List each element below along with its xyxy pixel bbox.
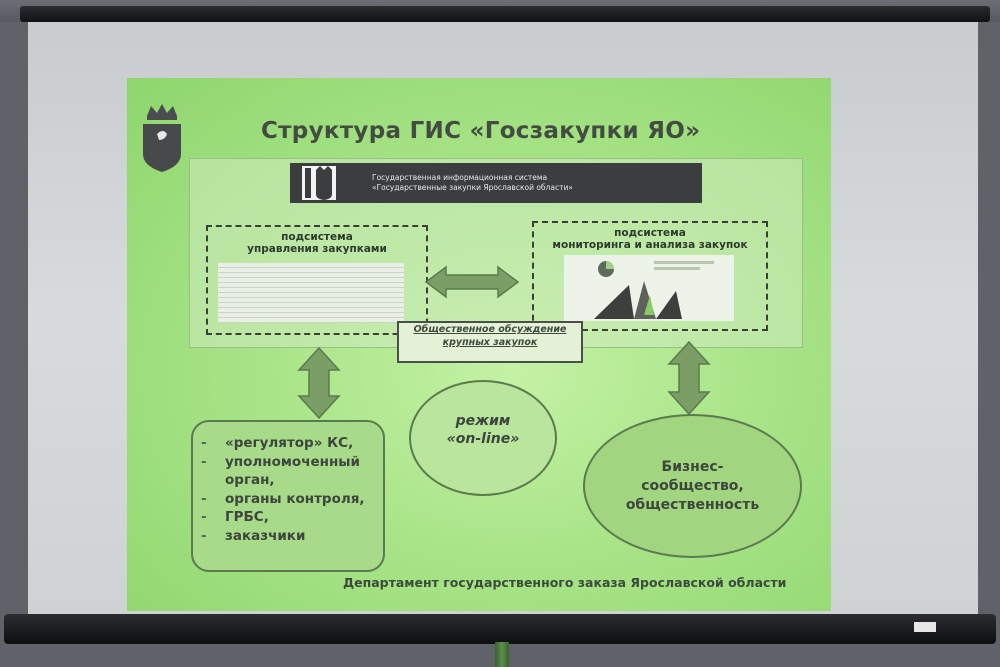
procurement-table-screenshot <box>218 263 404 323</box>
subsystem-monitoring-analysis: подсистема мониторинга и анализа закупок <box>532 221 768 331</box>
double-arrow-icon <box>424 265 520 299</box>
list-item: -уполномоченный <box>201 453 360 470</box>
list-item: -заказчики <box>201 527 306 544</box>
business-line3: общественность <box>625 497 760 513</box>
double-arrow-icon <box>297 346 341 420</box>
analytics-screenshot <box>564 255 734 321</box>
screen-bottom-bar <box>4 614 996 644</box>
list-item: -«регулятор» КС, <box>201 435 354 451</box>
discussion-line2: крупных закупок <box>442 337 538 348</box>
gis-banner: Государственная информационная система «… <box>290 163 702 203</box>
double-arrow-icon <box>667 340 711 416</box>
crest-icon <box>143 104 181 172</box>
public-discussion-box: Общественное обсуждение крупных закупок <box>397 321 583 363</box>
slide-title: Структура ГИС «Госзакупки ЯО» <box>261 118 701 144</box>
online-mode-ellipse: режим «on-line» <box>409 380 557 496</box>
subsystem-left-title: подсистема управления закупками <box>208 231 426 255</box>
subsystem-procurement-management: подсистема управления закупками <box>206 225 428 335</box>
business-community-ellipse: Бизнес- сообщество, общественность <box>583 414 802 558</box>
subsystem-right-title: подсистема мониторинга и анализа закупок <box>534 227 766 251</box>
participants-box: -«регулятор» КС, -уполномоченный орган, … <box>191 420 385 572</box>
subsystem-left-line1: подсистема <box>281 231 353 243</box>
screen-stand <box>495 642 509 667</box>
gis-banner-line1: Государственная информационная система <box>372 173 548 182</box>
business-line1: Бизнес- <box>661 459 724 475</box>
list-item: орган, <box>225 472 275 488</box>
screen-top-bar <box>20 6 990 22</box>
gis-banner-text: Государственная информационная система «… <box>372 173 573 193</box>
business-line2: сообщество, <box>641 478 744 494</box>
mode-line2: «on-line» <box>446 431 520 447</box>
gis-logo-icon <box>305 166 332 200</box>
analytics-charts-icon <box>594 261 714 319</box>
list-item: -органы контроля, <box>201 490 365 507</box>
participants-list: -«регулятор» КС, -уполномоченный орган, … <box>201 434 383 545</box>
gis-panel: Государственная информационная система «… <box>189 158 803 348</box>
subsystem-right-line1: подсистема <box>614 227 686 239</box>
mode-line1: режим <box>455 413 511 429</box>
gis-banner-line2: «Государственные закупки Ярославской обл… <box>372 183 573 192</box>
discussion-line1: Общественное обсуждение <box>413 324 567 335</box>
subsystem-left-line2: управления закупками <box>247 243 387 255</box>
subsystem-right-line2: мониторинга и анализа закупок <box>552 239 748 251</box>
slide-footer: Департамент государственного заказа Ярос… <box>343 575 787 590</box>
screen-brand-label <box>914 622 936 632</box>
gis-logo <box>302 166 336 200</box>
list-item: -ГРБС, <box>201 509 269 525</box>
presentation-slide: Структура ГИС «Госзакупки ЯО» Государств… <box>127 78 831 611</box>
